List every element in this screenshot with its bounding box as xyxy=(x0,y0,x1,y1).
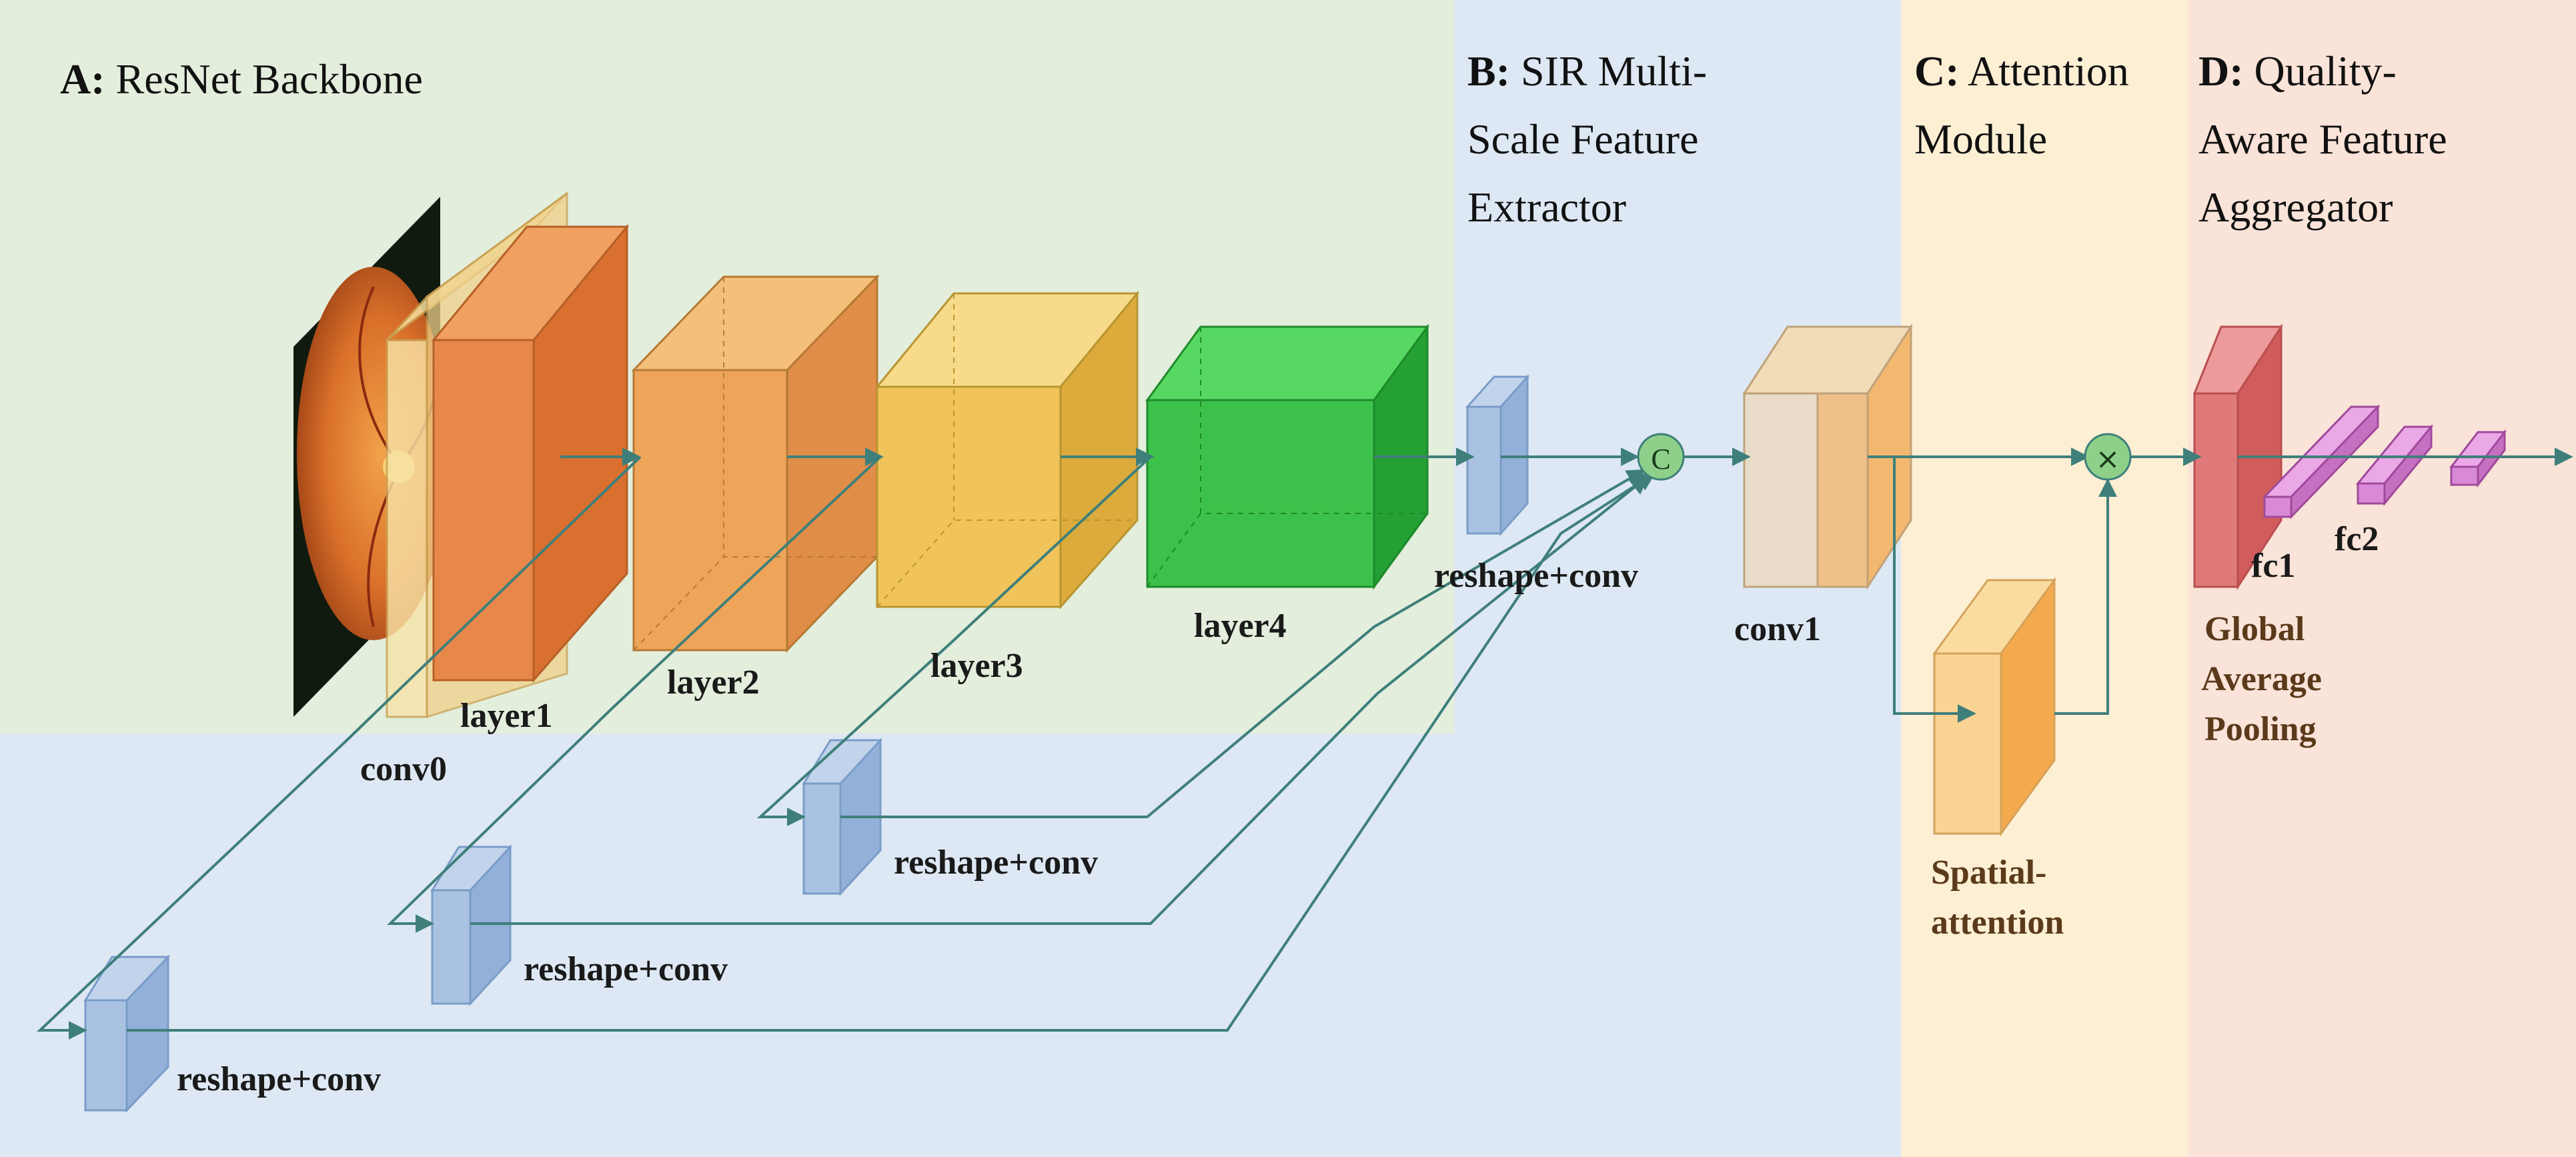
spatial-attention-block xyxy=(1932,577,2056,837)
label-layer3: layer3 xyxy=(930,647,1023,685)
section-attention-bg xyxy=(1901,0,2188,1157)
multiply-operator: × xyxy=(2084,433,2132,481)
section-title-aggregator: D: Quality- Aware Feature Aggregator xyxy=(2198,47,2458,231)
label-layer1: layer1 xyxy=(460,697,553,735)
layer2-block xyxy=(631,274,880,653)
label-reshape-conv-top: reshape+conv xyxy=(1434,557,1638,595)
flow-skip-layer2-out xyxy=(470,475,1650,925)
flow-skip-layer2 xyxy=(387,455,882,933)
flow-skip-layer3 xyxy=(756,455,1152,826)
layer3-block xyxy=(874,290,1140,610)
label-fc2: fc2 xyxy=(2335,520,2379,558)
conv1-block xyxy=(1742,323,1913,591)
fc1-block xyxy=(2262,404,2381,519)
fc2-block xyxy=(2355,423,2434,507)
label-fc1: fc1 xyxy=(2251,547,2295,585)
reshape-conv-block-2 xyxy=(430,844,512,1006)
reshape-conv-block-top xyxy=(1465,374,1530,536)
layer1-block xyxy=(431,223,630,683)
label-gap: Global Average Pooling xyxy=(2201,610,2331,748)
label-conv0: conv0 xyxy=(360,750,447,788)
label-layer2: layer2 xyxy=(667,664,760,702)
concat-symbol: C xyxy=(1651,443,1670,475)
flow-attention-return xyxy=(2054,478,2117,715)
label-spatial-attention: Spatial- attention xyxy=(1931,854,2064,942)
section-title-extractor: B: SIR Multi- Scale Feature Extractor xyxy=(1467,47,1718,231)
concat-operator: C xyxy=(1637,433,1685,481)
section-aggregator-bg xyxy=(2188,0,2576,1157)
section-title-backbone: A: ResNet Backbone xyxy=(60,55,423,103)
label-reshape-conv-3: reshape+conv xyxy=(894,844,1098,882)
label-conv1: conv1 xyxy=(1734,610,1821,648)
layer4-block xyxy=(1145,323,1429,590)
flow-attention-branch xyxy=(1893,457,1976,723)
flow-skip-layer1-out xyxy=(127,472,1656,1032)
label-layer4: layer4 xyxy=(1194,607,1287,645)
section-title-attention: C: Attention Module xyxy=(1914,47,2140,163)
flow-skip-layer1 xyxy=(36,455,642,1040)
multiply-symbol: × xyxy=(2096,442,2120,476)
label-reshape-conv-2: reshape+conv xyxy=(524,950,728,988)
label-reshape-conv-1: reshape+conv xyxy=(177,1060,381,1098)
flow-skip-layer3-out xyxy=(840,469,1646,818)
